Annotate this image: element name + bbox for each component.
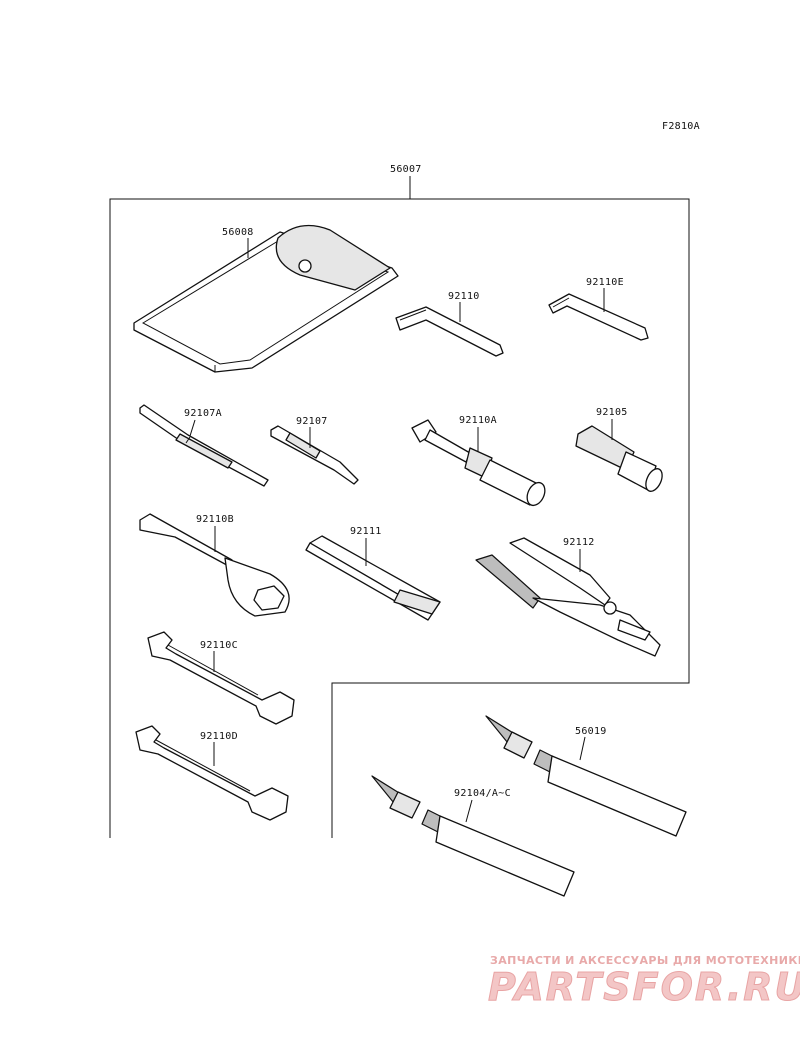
screwdriver-drawing	[270, 425, 359, 485]
label-56008: 56008	[222, 227, 254, 238]
bit-holder-drawing	[575, 425, 663, 492]
hex-key-drawing	[395, 306, 504, 357]
pliers-drawing	[475, 537, 661, 657]
extension-bar-drawing	[305, 535, 441, 621]
label-assembly: 56007	[390, 164, 422, 175]
assembly-frame	[109, 176, 690, 838]
label-92112: 92112	[563, 537, 595, 548]
label-92105: 92105	[596, 407, 628, 418]
label-92110E: 92110E	[586, 277, 624, 288]
label-92110C: 92110C	[200, 640, 238, 651]
label-92107: 92107	[296, 416, 328, 427]
label-92110D: 92110D	[200, 731, 238, 742]
label-56019: 56019	[575, 726, 607, 737]
hex-key-e-drawing	[548, 293, 649, 341]
watermark-tagline: ЗАПЧАСТИ И АКСЕССУАРЫ ДЛЯ МОТОТЕХНИКИ	[490, 954, 800, 967]
screwdriver-a-drawing	[139, 404, 269, 487]
label-92107A: 92107A	[184, 408, 222, 419]
label-92111: 92111	[350, 526, 382, 537]
grease-tube-drawing	[485, 715, 687, 837]
box-wrench-drawing	[139, 513, 290, 617]
label-92110B: 92110B	[196, 514, 234, 525]
tool-pouch-drawing	[133, 224, 399, 373]
watermark-logo: PARTSFOR.RU	[488, 965, 800, 1009]
open-wrench-c-drawing	[147, 631, 295, 725]
figure-code: F2810A	[662, 121, 700, 132]
label-92110A: 92110A	[459, 415, 497, 426]
open-wrench-d-drawing	[135, 725, 289, 821]
label-92104: 92104/A~C	[454, 788, 511, 799]
bond-tube-drawing	[371, 775, 575, 897]
socket-extension-drawing	[411, 419, 546, 507]
label-92110: 92110	[448, 291, 480, 302]
